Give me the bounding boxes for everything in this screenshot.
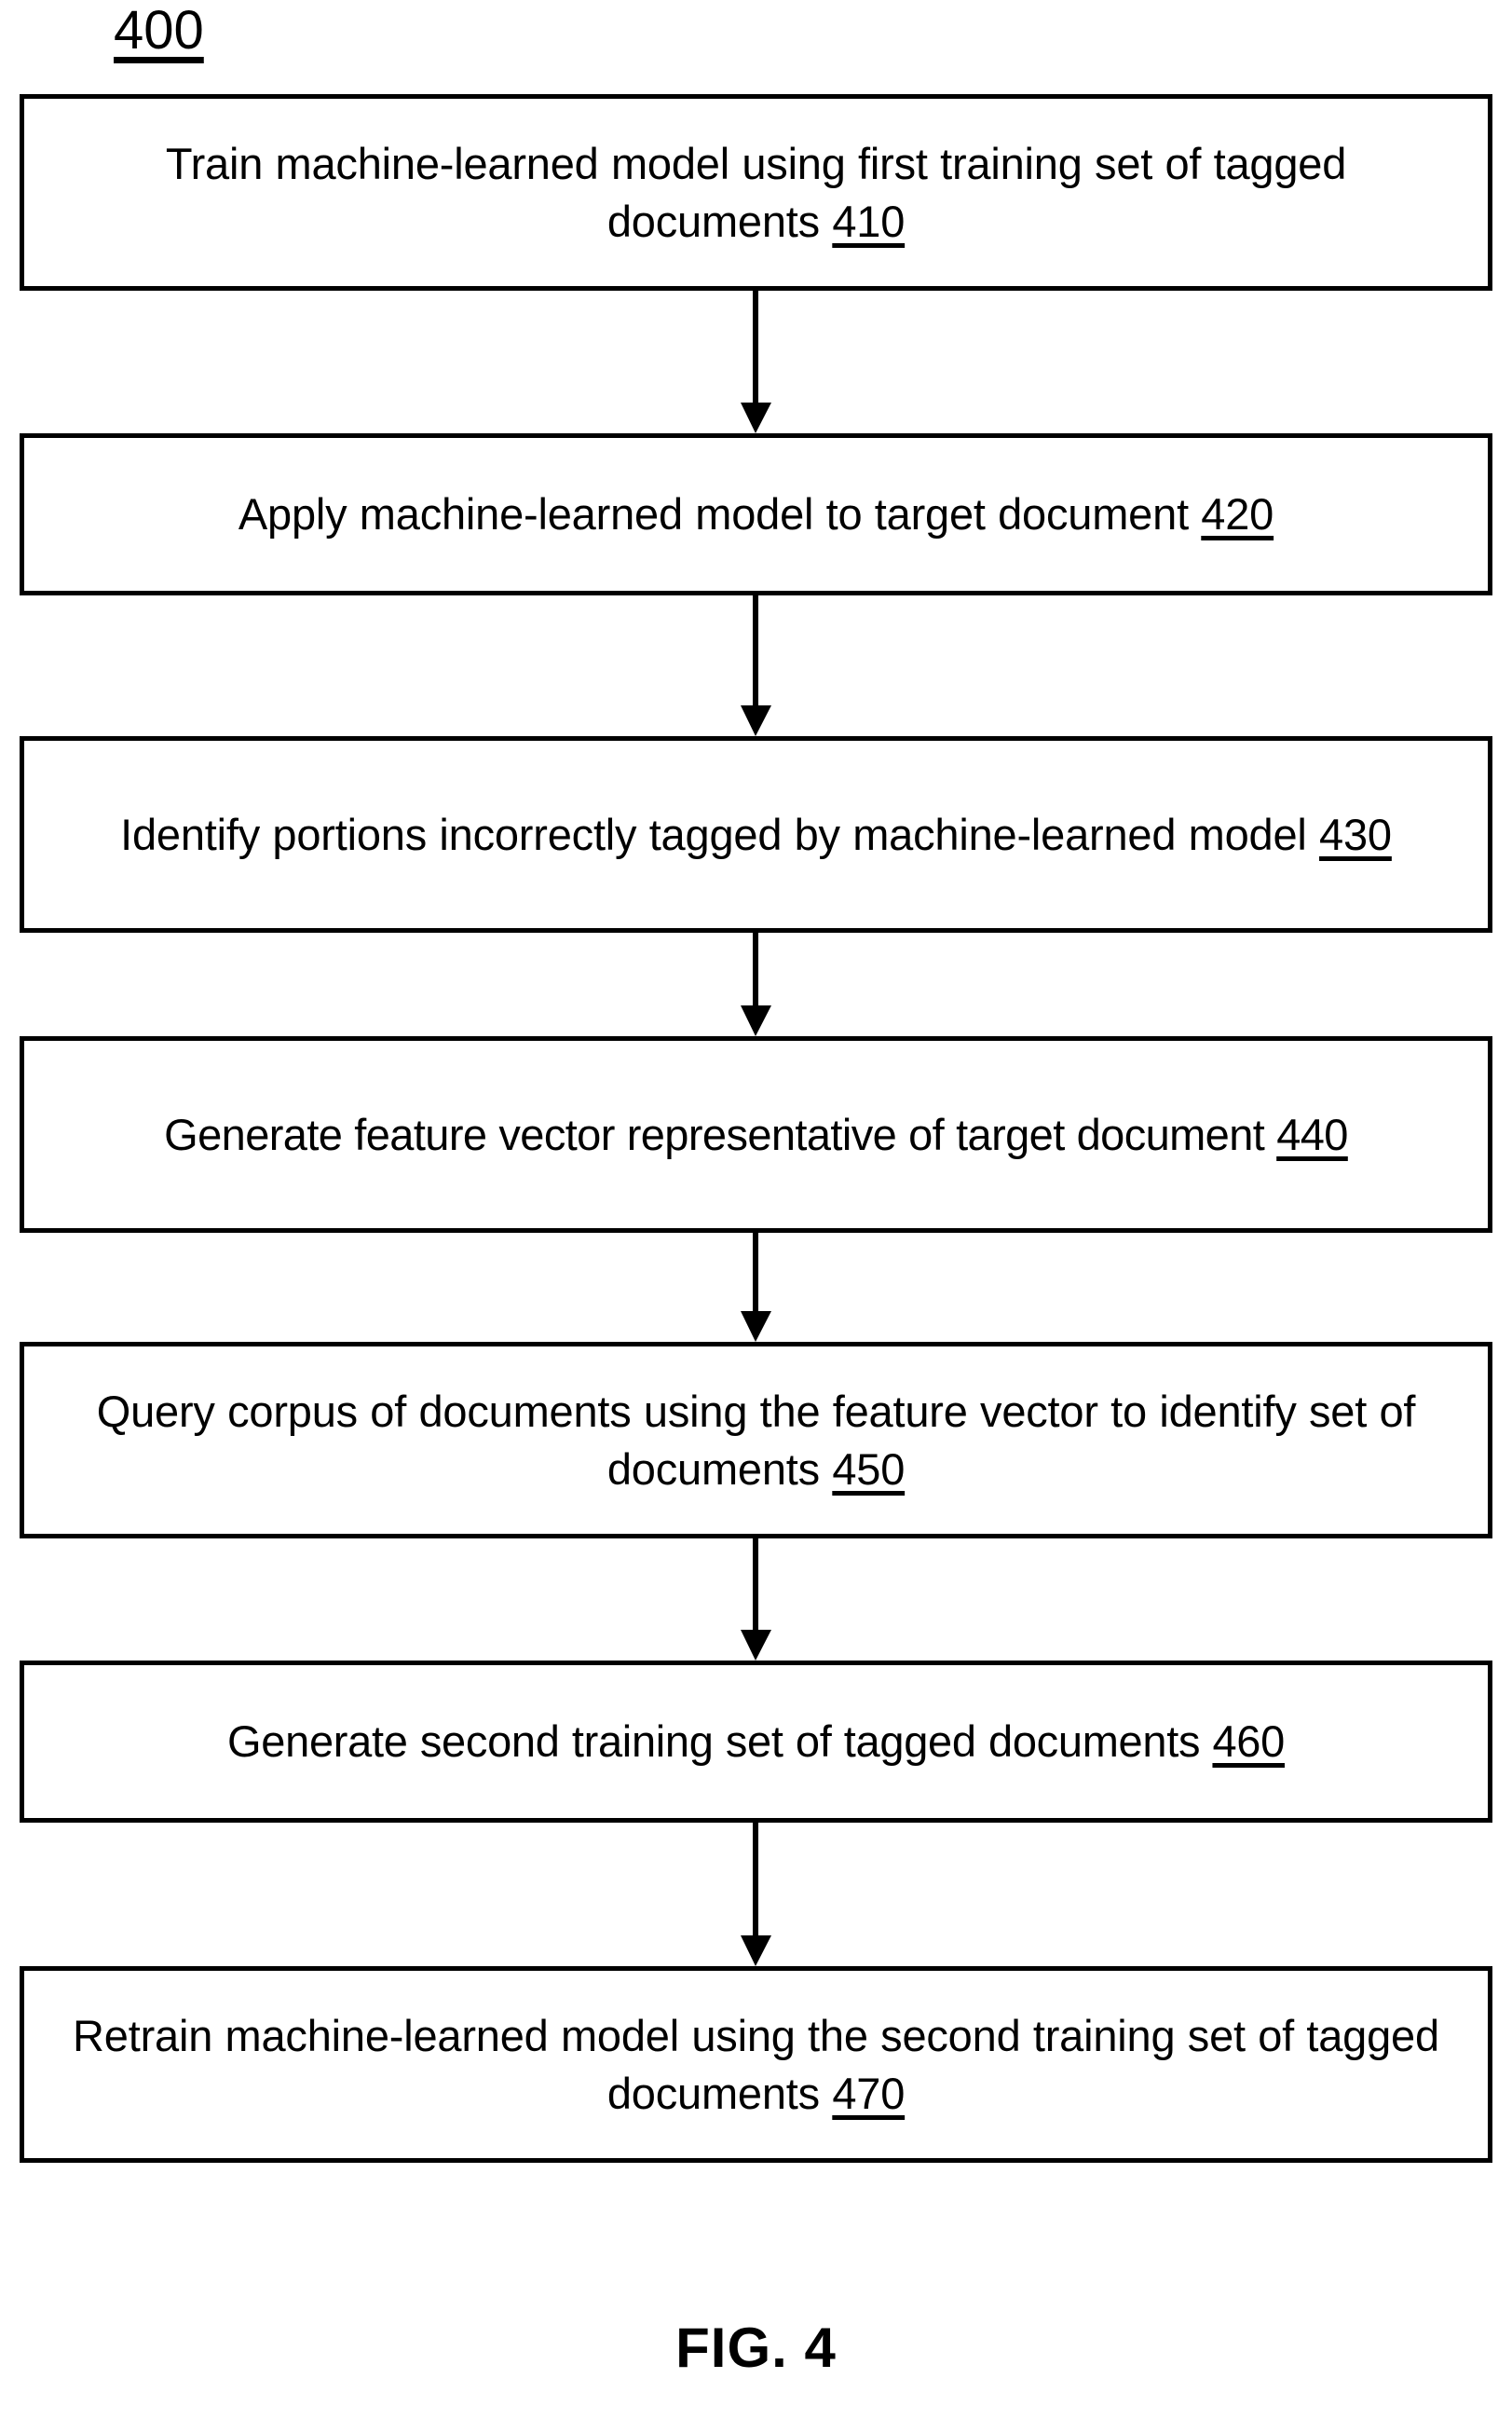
step-410-text: Train machine-learned model using first … xyxy=(53,135,1458,249)
arrow-head-icon xyxy=(741,1935,771,1966)
step-450-text: Query corpus of documents using the feat… xyxy=(53,1383,1458,1497)
arrow-430-440 xyxy=(741,933,771,1036)
flowchart-step-460: Generate second training set of tagged d… xyxy=(20,1661,1492,1823)
step-460-text: Generate second training set of tagged d… xyxy=(53,1713,1458,1770)
figure-reference-number: 400 xyxy=(114,0,204,61)
step-430-reference: 430 xyxy=(1319,809,1392,859)
step-410-reference: 410 xyxy=(832,196,906,246)
step-430-text: Identify portions incorrectly tagged by … xyxy=(53,806,1458,863)
step-460-label: Generate second training set of tagged d… xyxy=(227,1716,1213,1767)
step-420-text: Apply machine-learned model to target do… xyxy=(53,485,1458,542)
flowchart-step-420: Apply machine-learned model to target do… xyxy=(20,433,1492,595)
arrow-440-450 xyxy=(741,1233,771,1342)
arrow-head-icon xyxy=(741,1005,771,1036)
step-420-label: Apply machine-learned model to target do… xyxy=(238,489,1202,540)
step-440-text: Generate feature vector representative o… xyxy=(32,1106,1480,1163)
arrow-head-icon xyxy=(741,1311,771,1342)
step-470-reference: 470 xyxy=(832,2068,906,2118)
arrow-410-420 xyxy=(741,291,771,433)
arrow-head-icon xyxy=(741,403,771,433)
step-450-label: Query corpus of documents using the feat… xyxy=(96,1387,1416,1494)
flowchart-step-450: Query corpus of documents using the feat… xyxy=(20,1342,1492,1538)
flowchart-step-410: Train machine-learned model using first … xyxy=(20,94,1492,291)
arrow-stem xyxy=(753,933,758,1005)
arrow-head-icon xyxy=(741,705,771,736)
step-440-reference: 440 xyxy=(1276,1109,1348,1159)
arrow-460-470 xyxy=(741,1823,771,1966)
arrow-stem xyxy=(753,1538,758,1630)
flowchart-step-440: Generate feature vector representative o… xyxy=(20,1036,1492,1233)
step-450-reference: 450 xyxy=(832,1443,906,1494)
flowchart-step-430: Identify portions incorrectly tagged by … xyxy=(20,736,1492,933)
arrow-stem xyxy=(753,1233,758,1311)
step-440-label: Generate feature vector representative o… xyxy=(164,1109,1277,1159)
step-410-label: Train machine-learned model using first … xyxy=(165,139,1347,246)
flowchart-step-470: Retrain machine-learned model using the … xyxy=(20,1966,1492,2163)
step-470-label: Retrain machine-learned model using the … xyxy=(73,2011,1439,2118)
arrow-stem xyxy=(753,291,758,403)
arrow-stem xyxy=(753,1823,758,1935)
figure-caption: FIG. 4 xyxy=(675,2317,837,2379)
step-420-reference: 420 xyxy=(1201,489,1274,540)
step-460-reference: 460 xyxy=(1212,1716,1285,1767)
step-430-label: Identify portions incorrectly tagged by … xyxy=(120,809,1320,859)
arrow-head-icon xyxy=(741,1630,771,1661)
arrow-stem xyxy=(753,595,758,705)
arrow-450-460 xyxy=(741,1538,771,1661)
step-470-text: Retrain machine-learned model using the … xyxy=(53,2007,1458,2121)
arrow-420-430 xyxy=(741,595,771,736)
